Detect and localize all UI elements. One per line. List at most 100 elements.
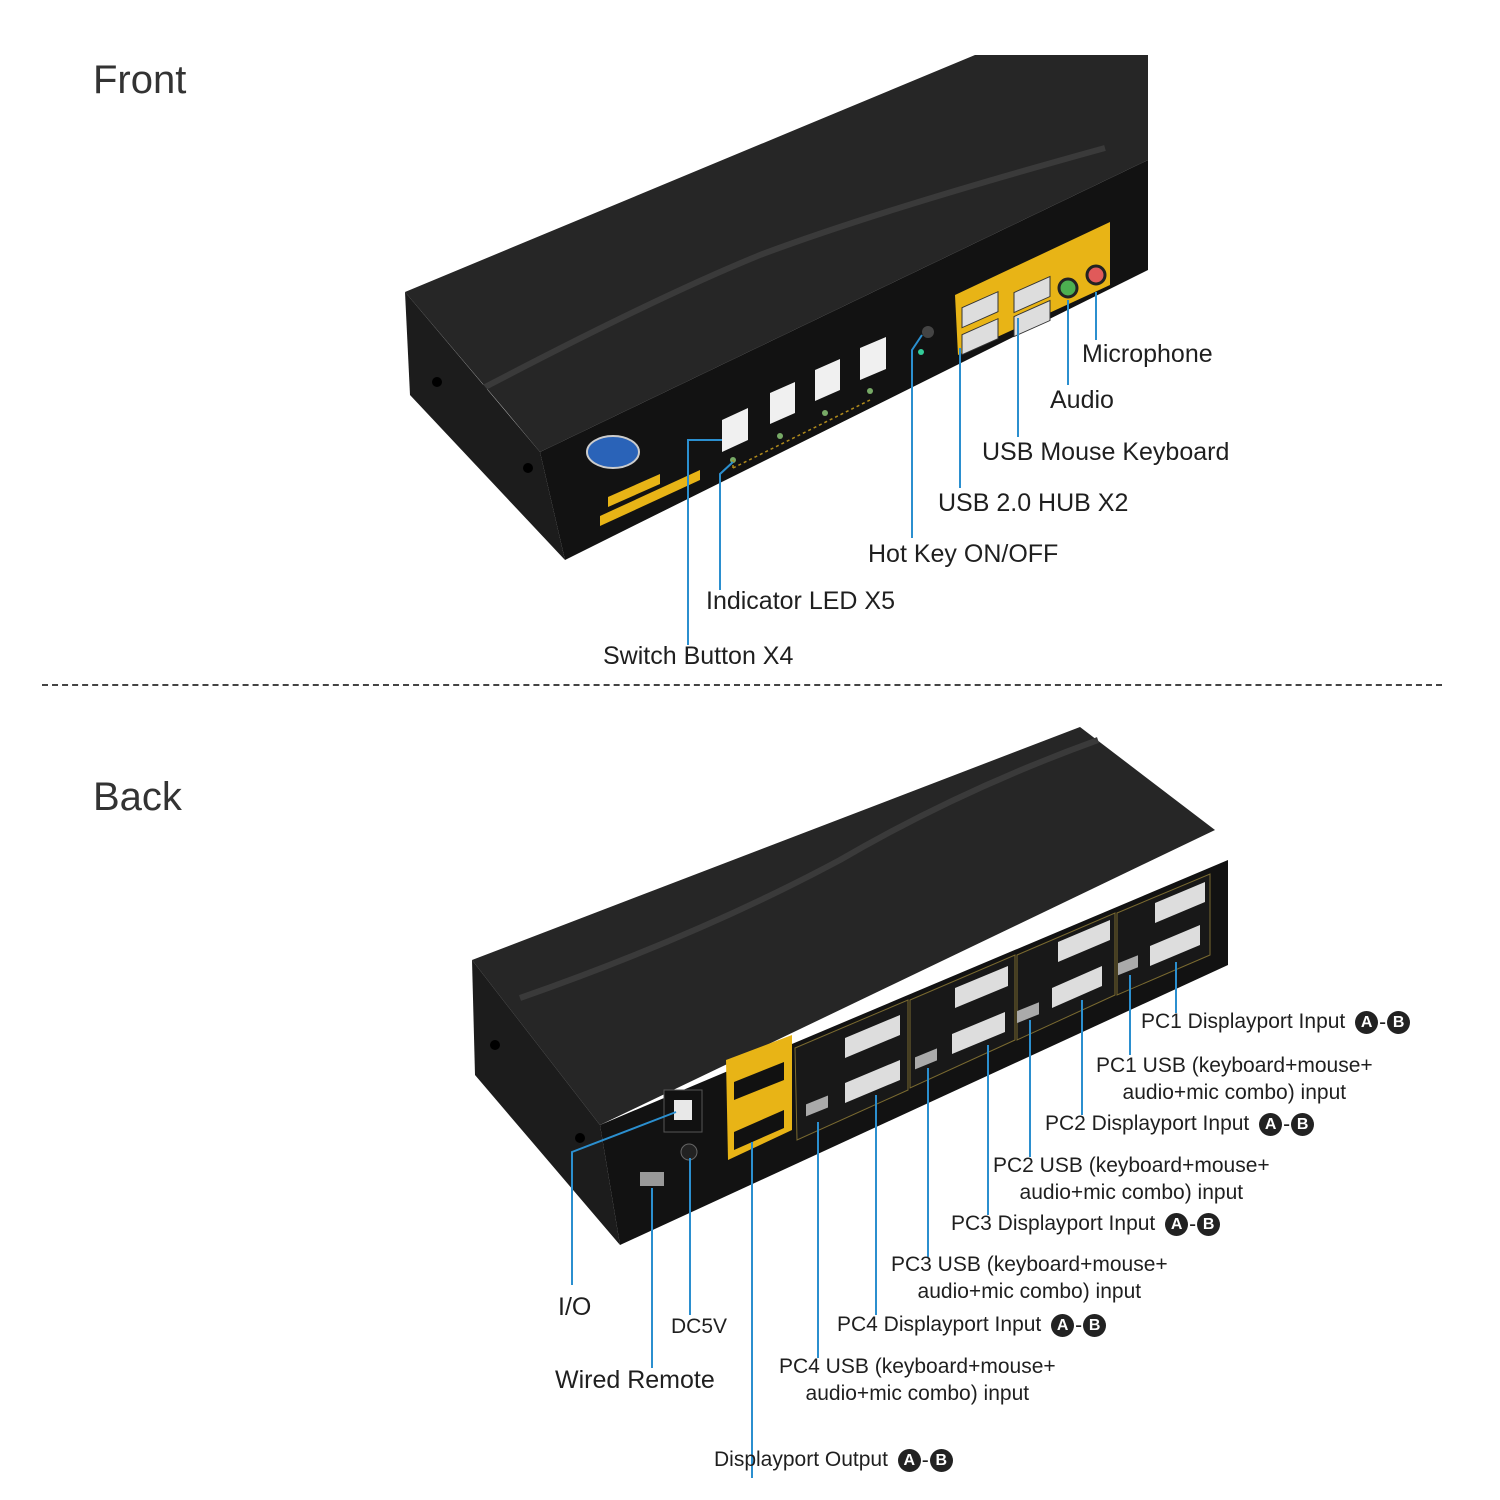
front-ckl-logo: [586, 435, 640, 469]
ab-badge: A-B: [897, 1448, 953, 1473]
front-hotkey-button: [922, 326, 934, 338]
front-led-3: [822, 410, 828, 416]
front-usb-mouse-port: [1013, 275, 1051, 314]
back-screw-1: [490, 1040, 500, 1050]
callout-pc3-dp-text: PC3 Displayport Input: [951, 1212, 1156, 1235]
callout-usb-mouse-keyboard: USB Mouse Keyboard: [982, 438, 1230, 466]
callout-usb-hub: USB 2.0 HUB X2: [938, 489, 1129, 517]
front-leader-lines: [687, 292, 1097, 645]
callout-pc4-usb-line1: PC4 USB (keyboard+mouse+: [779, 1355, 1056, 1378]
front-usb-keyboard-port: [1013, 299, 1051, 338]
front-online-guide: [732, 399, 871, 469]
callout-switch-button: Switch Button X4: [603, 642, 794, 670]
dash: -: [1379, 1010, 1387, 1034]
back-pc1-usb: [1118, 955, 1138, 976]
callout-pc4-usb-line2: audio+mic combo) input: [805, 1382, 1030, 1405]
letter-a-icon: A: [1051, 1314, 1075, 1338]
callout-pc4-dp-input: PC4 Displayport Input A-B: [837, 1313, 1107, 1338]
back-heading: Back: [93, 775, 182, 819]
back-dc-jack: [680, 1143, 698, 1161]
back-leader-lines: [571, 962, 1177, 1478]
front-led-2: [777, 433, 783, 439]
callout-pc2-dp-text: PC2 Displayport Input: [1045, 1112, 1250, 1135]
front-left-side: [405, 292, 565, 560]
front-usb-hub-port-1: [961, 290, 999, 329]
letter-b-icon: B: [1083, 1314, 1107, 1338]
front-switch-button-1: [722, 408, 748, 452]
front-usb-hub-port-2: [961, 317, 999, 356]
ab-badge: A-B: [1259, 1112, 1315, 1137]
back-pc1-dp-a: [1150, 925, 1200, 966]
front-heading: Front: [93, 58, 187, 102]
callout-pc4-dp-text: PC4 Displayport Input: [837, 1313, 1042, 1336]
front-top-lid: [405, 55, 1148, 452]
back-pc2-usb: [1017, 1002, 1039, 1024]
callout-pc2-usb-line2: audio+mic combo) input: [1019, 1181, 1244, 1204]
callout-dp-output: Displayport Output A-B: [714, 1448, 953, 1473]
front-led-4: [867, 388, 873, 394]
back-top-lid: [472, 727, 1215, 1125]
ab-badge: A-B: [1165, 1212, 1221, 1237]
front-audio-jack: [1057, 277, 1079, 299]
section-divider: [42, 684, 1442, 686]
callout-dc5v: DC5V: [671, 1315, 728, 1338]
callout-indicator-led: Indicator LED X5: [706, 587, 895, 615]
letter-b-icon: B: [1291, 1113, 1315, 1137]
back-pc1-dp-b: [1155, 882, 1205, 923]
back-pc2-dp-b: [1058, 920, 1110, 962]
back-pc4-dp-a: [845, 1060, 900, 1103]
callout-pc2-usb: PC2 USB (keyboard+mouse+ audio+mic combo…: [993, 1152, 1270, 1206]
callout-io: I/O: [558, 1293, 592, 1321]
ab-badge: A-B: [1051, 1313, 1107, 1338]
callout-dp-output-text: Displayport Output: [714, 1448, 888, 1471]
front-dp-badge: [608, 474, 660, 507]
back-left-side: [472, 960, 620, 1245]
dash: -: [1075, 1313, 1083, 1337]
callout-pc1-dp-text: PC1 Displayport Input: [1141, 1010, 1346, 1033]
back-dp-out-b-port: [734, 1062, 784, 1100]
back-pc3-dp-b: [955, 966, 1008, 1008]
back-pc3-usb: [915, 1048, 937, 1070]
front-switch-button-4: [860, 337, 886, 380]
callout-pc1-dp-input: PC1 Displayport Input A-B: [1141, 1010, 1411, 1035]
back-remote-port: [640, 1172, 664, 1186]
front-mic-jack: [1085, 264, 1107, 286]
front-lid-seam: [468, 145, 1106, 398]
callout-pc3-usb-line2: audio+mic combo) input: [917, 1280, 1142, 1303]
letter-a-icon: A: [1259, 1113, 1283, 1137]
callout-pc2-usb-line1: PC2 USB (keyboard+mouse+: [993, 1154, 1270, 1177]
front-screw-1: [432, 377, 442, 387]
callout-pc3-dp-input: PC3 Displayport Input A-B: [951, 1212, 1221, 1237]
back-pc3-dp-a: [952, 1012, 1005, 1054]
back-lid-seam: [519, 737, 1100, 1001]
back-pc4-usb: [806, 1095, 828, 1117]
letter-b-icon: B: [1387, 1011, 1411, 1035]
callout-pc1-usb-line2: audio+mic combo) input: [1122, 1081, 1347, 1104]
callout-audio: Audio: [1050, 386, 1114, 414]
back-pc2-dp-a: [1052, 966, 1102, 1008]
front-screw-2: [523, 463, 533, 473]
front-res-badge: [600, 470, 700, 526]
front-face: [540, 160, 1148, 560]
callout-pc1-usb-line1: PC1 USB (keyboard+mouse+: [1096, 1054, 1373, 1077]
letter-a-icon: A: [1355, 1011, 1379, 1035]
front-led-hotkey: [918, 349, 924, 355]
callout-pc3-usb-line1: PC3 USB (keyboard+mouse+: [891, 1253, 1168, 1276]
callout-microphone: Microphone: [1082, 340, 1213, 368]
callout-pc2-dp-input: PC2 Displayport Input A-B: [1045, 1112, 1315, 1137]
letter-a-icon: A: [897, 1449, 921, 1473]
dash: -: [1283, 1112, 1291, 1136]
callout-pc1-usb: PC1 USB (keyboard+mouse+ audio+mic combo…: [1096, 1052, 1373, 1106]
back-pc4-dp-b: [845, 1015, 900, 1058]
ab-badge: A-B: [1355, 1010, 1411, 1035]
callout-wired-remote: Wired Remote: [555, 1366, 715, 1394]
callout-hot-key: Hot Key ON/OFF: [868, 540, 1059, 568]
letter-b-icon: B: [1197, 1213, 1221, 1237]
callout-pc3-usb: PC3 USB (keyboard+mouse+ audio+mic combo…: [891, 1251, 1168, 1305]
callout-pc4-usb: PC4 USB (keyboard+mouse+ audio+mic combo…: [779, 1353, 1056, 1407]
front-switch-button-3: [815, 359, 840, 401]
front-switch-button-2: [770, 382, 795, 424]
back-screw-2: [575, 1133, 585, 1143]
